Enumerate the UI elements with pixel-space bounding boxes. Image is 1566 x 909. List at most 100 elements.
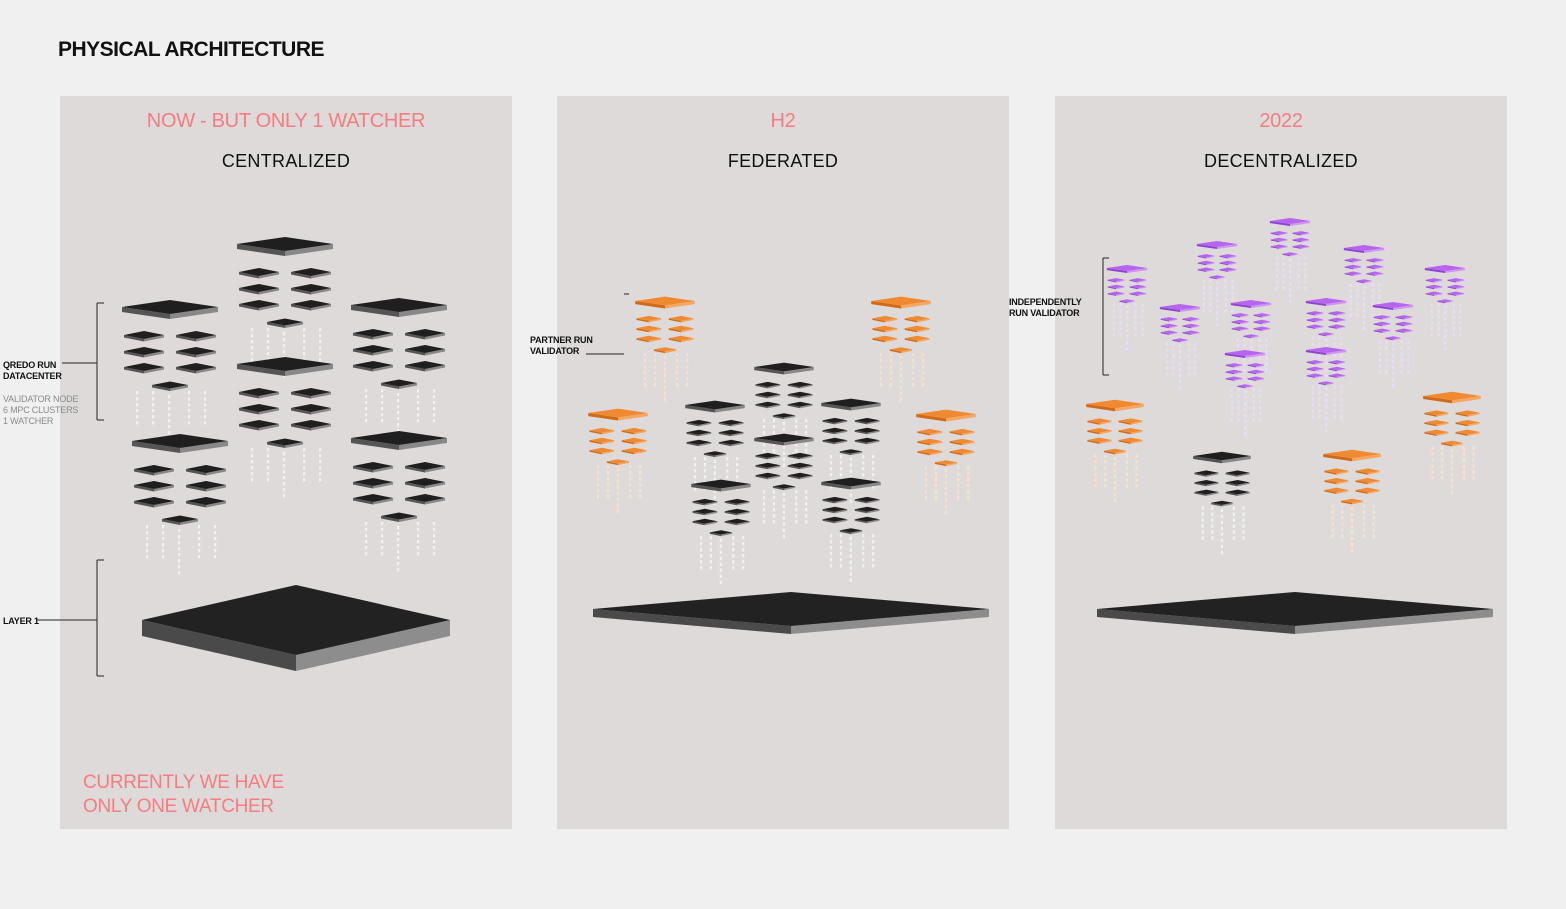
label-line: QREDO RUN — [3, 360, 57, 370]
validator-top-slab — [754, 433, 814, 446]
mpc-cluster — [1107, 278, 1125, 283]
data-strand — [805, 419, 808, 453]
mpc-cluster — [1328, 324, 1346, 329]
watcher — [653, 347, 677, 354]
mpc-cluster — [787, 462, 813, 470]
mpc-cluster — [724, 498, 750, 506]
panel-decentralized: 2022 DECENTRALIZED — [1055, 96, 1507, 829]
mpc-cluster — [1225, 480, 1250, 487]
validator-top-slab — [351, 298, 447, 317]
data-strand — [829, 534, 833, 568]
data-strand — [1431, 446, 1434, 480]
mpc-cluster — [686, 419, 712, 427]
mpc-cluster — [1118, 418, 1143, 425]
data-strand — [1119, 303, 1122, 337]
data-strand — [1237, 388, 1240, 422]
page-title: PHYSICAL ARCHITECTURE — [58, 38, 325, 61]
mpc-cluster — [854, 417, 880, 425]
data-strand — [872, 534, 875, 568]
watcher — [1104, 448, 1126, 455]
mpc-cluster — [787, 381, 813, 389]
mpc-cluster — [134, 481, 174, 492]
mpc-cluster — [1219, 260, 1237, 266]
data-strand — [1311, 385, 1314, 419]
data-strand — [676, 353, 679, 387]
watcher — [1209, 275, 1225, 280]
mpc-cluster — [291, 284, 331, 295]
mpc-cluster — [668, 315, 694, 323]
watcher — [839, 449, 863, 456]
watcher — [152, 381, 188, 391]
data-strand — [365, 389, 368, 423]
validator-top-slab — [691, 479, 751, 492]
data-strand — [1289, 257, 1292, 304]
data-strand — [686, 353, 689, 387]
watcher — [772, 413, 796, 420]
mpc-cluster — [854, 506, 880, 514]
data-strand — [596, 465, 600, 499]
data-strand — [136, 391, 139, 425]
mpc-cluster — [904, 315, 930, 323]
data-strand — [957, 466, 960, 500]
data-strand — [1385, 340, 1388, 374]
mpc-cluster — [1129, 291, 1147, 296]
data-strand — [1094, 454, 1097, 488]
data-strand — [204, 391, 207, 425]
mpc-cluster — [1366, 271, 1384, 276]
data-strand — [1126, 304, 1129, 351]
data-strand — [319, 328, 322, 362]
mpc-cluster — [1355, 487, 1380, 494]
mpc-cluster — [353, 329, 393, 340]
data-strand — [1265, 338, 1268, 372]
data-strand — [1304, 256, 1307, 290]
validator-top-slab — [1424, 265, 1466, 274]
validator-top-slab — [1224, 350, 1266, 359]
mpc-cluster — [405, 462, 445, 473]
data-strand — [168, 395, 171, 441]
mpc-cluster — [1225, 369, 1243, 375]
data-strand — [1341, 504, 1344, 538]
panel-centralized: NOW - BUT ONLY 1 WATCHER CENTRALIZED CUR… — [60, 96, 512, 829]
data-strand — [1437, 303, 1440, 337]
mpc-cluster — [1107, 291, 1125, 296]
data-strand — [1201, 506, 1204, 540]
watcher — [1356, 279, 1372, 284]
validator-top-slab — [588, 408, 648, 421]
mpc-cluster — [1247, 369, 1265, 375]
data-strand — [944, 468, 947, 514]
data-strand — [719, 538, 722, 584]
label-line: 6 MPC CLUSTERS — [3, 405, 79, 415]
mpc-cluster — [822, 437, 848, 445]
label-line: INDEPENDENTLY — [1009, 297, 1082, 307]
mpc-cluster — [239, 284, 279, 295]
data-strand — [1318, 385, 1321, 419]
validator-top-slab — [1193, 451, 1251, 464]
mpc-cluster — [1253, 326, 1271, 331]
data-strand — [1259, 388, 1262, 422]
mpc-cluster — [1225, 470, 1250, 477]
data-strand — [1452, 303, 1455, 337]
mpc-cluster — [872, 315, 898, 323]
data-strand — [967, 466, 970, 500]
validator-top-slab — [1323, 449, 1381, 462]
data-strand — [839, 534, 843, 568]
mpc-cluster — [353, 361, 393, 372]
mpc-cluster — [1366, 258, 1384, 263]
layer1-platform — [1097, 592, 1493, 634]
mpc-cluster — [724, 508, 750, 516]
watcher — [267, 438, 303, 448]
data-strand — [1331, 504, 1334, 538]
data-strand — [433, 522, 436, 556]
independent-validator-label: INDEPENDENTLY RUN VALIDATOR — [1009, 297, 1082, 319]
mpc-cluster — [1087, 418, 1112, 425]
data-strand — [1231, 279, 1234, 313]
validator-top-slab — [1305, 347, 1347, 356]
data-strand — [643, 353, 647, 387]
data-strand — [1242, 506, 1245, 540]
data-strand — [1333, 385, 1336, 419]
validator-top-slab — [1423, 391, 1481, 404]
data-strand — [1211, 506, 1214, 540]
mpc-cluster — [405, 329, 445, 340]
phase-label: 2022 — [1259, 110, 1303, 132]
data-strand — [1202, 279, 1205, 313]
